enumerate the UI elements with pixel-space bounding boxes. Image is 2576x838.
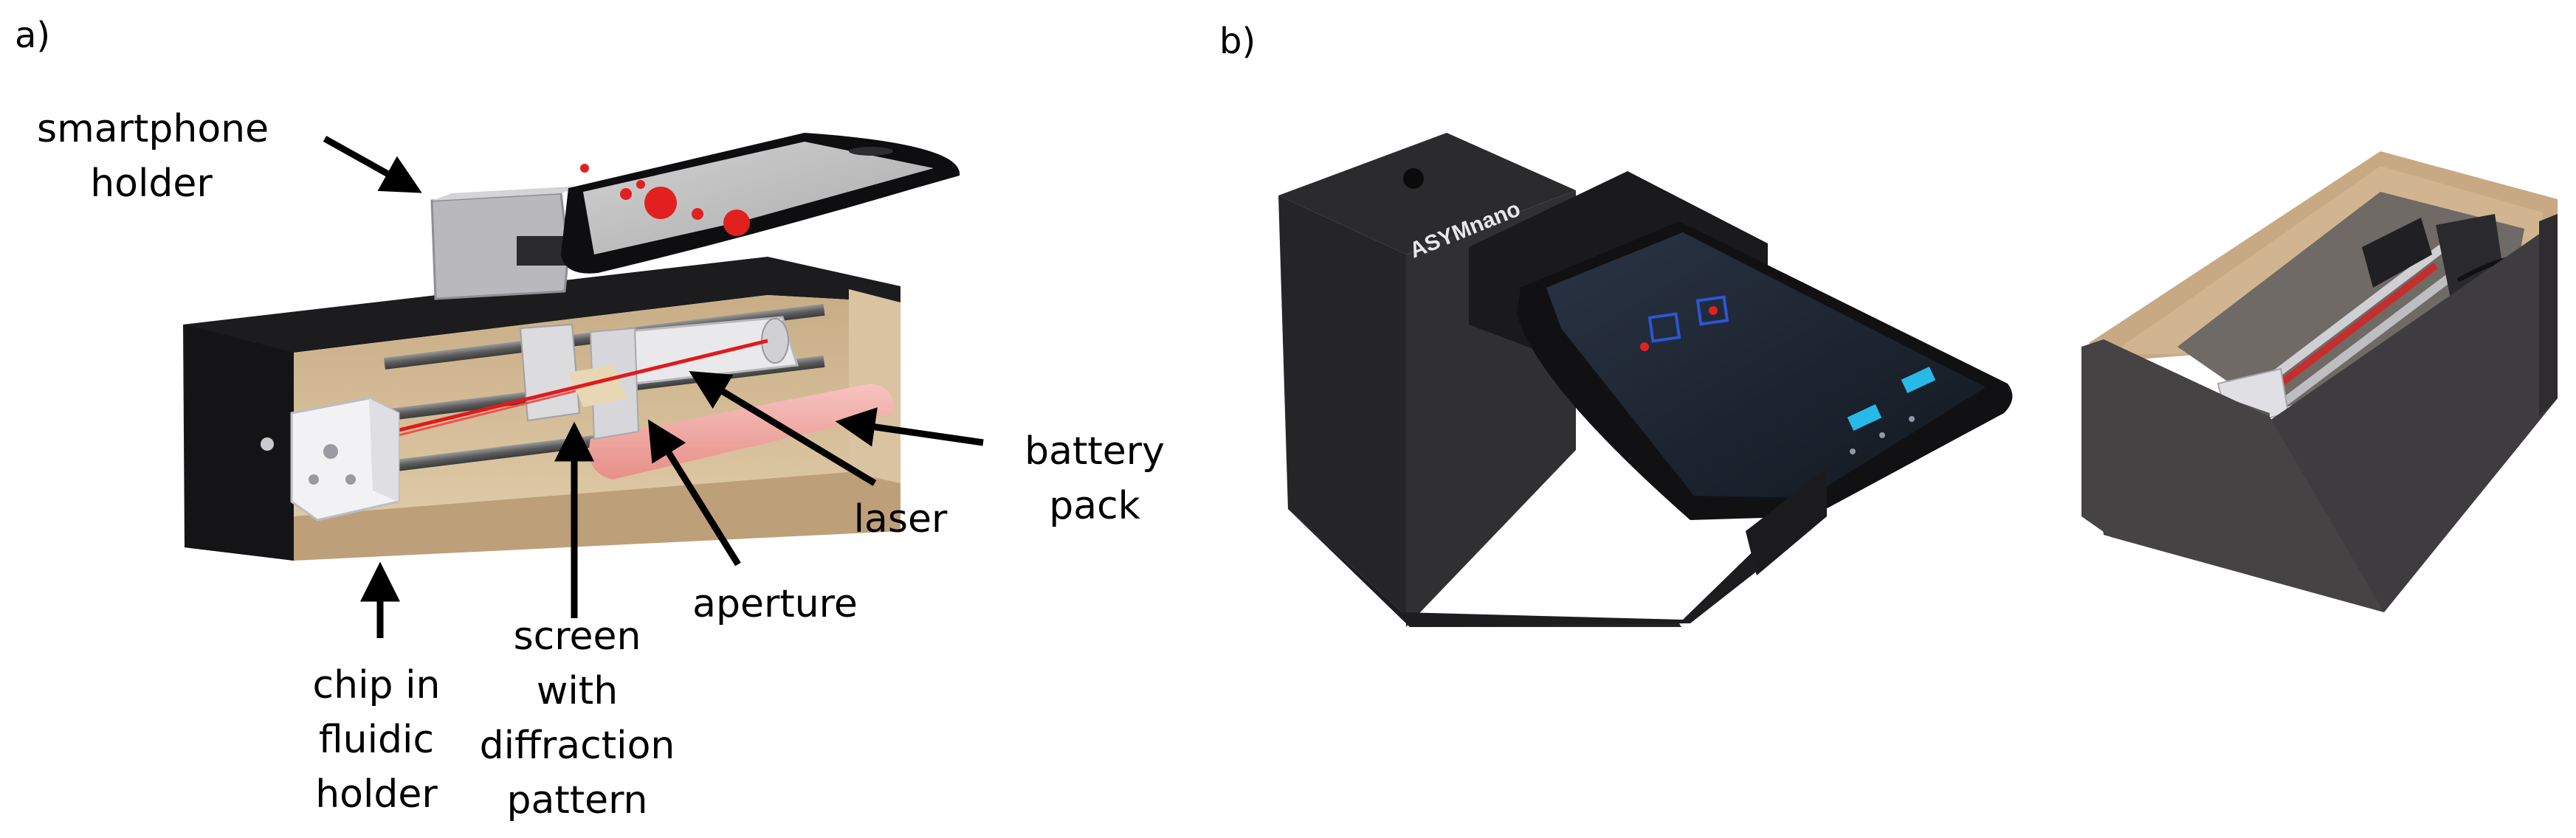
- label-line: pattern: [506, 778, 648, 823]
- label-aperture: aperture: [679, 577, 871, 631]
- arrow-laser: [689, 371, 877, 486]
- panel-b-letter: b): [1219, 21, 1256, 62]
- label-line: pack: [1049, 484, 1140, 528]
- callout-arrows-a: [323, 136, 984, 638]
- laser-beam: [383, 339, 768, 436]
- label-smartphone-holder: smartphone holder: [37, 102, 269, 211]
- device-render-a: [183, 133, 960, 561]
- panel-a-letter: a): [15, 15, 51, 56]
- label-line: screen: [513, 614, 641, 659]
- label-battery-pack: battery pack: [1010, 424, 1179, 533]
- label-chip-in-fluidic-holder: chip in fluidic holder: [295, 658, 458, 822]
- arrow-battery-pack: [835, 407, 984, 447]
- label-laser: laser: [838, 492, 963, 547]
- label-line: fluidic: [318, 718, 435, 762]
- photo-right-b: [2081, 151, 2558, 612]
- photo-left-b: [1278, 133, 2013, 627]
- arrow-aperture: [647, 419, 741, 567]
- label-line: holder: [315, 772, 438, 817]
- black-enclosure: [183, 257, 900, 561]
- label-line: chip in: [312, 663, 441, 707]
- label-line: laser: [853, 497, 948, 541]
- label-screen-with-diffraction-pattern: screen with diffraction pattern: [466, 609, 688, 828]
- arrow-smartphone-holder: [323, 136, 422, 193]
- label-line: smartphone: [37, 107, 269, 151]
- label-line: battery: [1024, 429, 1165, 474]
- label-line: diffraction: [479, 724, 675, 768]
- label-line: holder: [90, 162, 213, 206]
- label-line: aperture: [692, 582, 858, 626]
- label-line: with: [536, 669, 619, 713]
